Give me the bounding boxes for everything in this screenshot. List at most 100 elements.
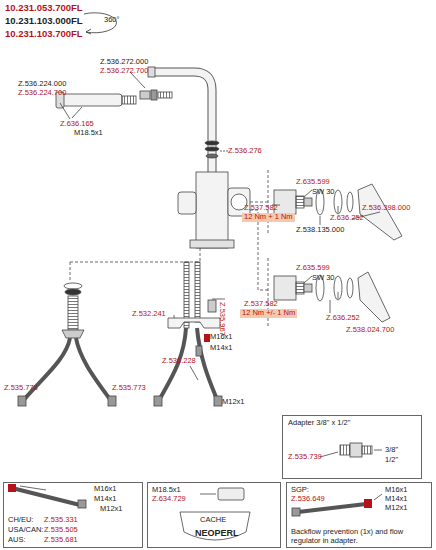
- node-text: SGP:: [291, 486, 309, 495]
- part-number: Z.532.241: [132, 310, 166, 319]
- drawing-stroke: [196, 346, 202, 356]
- drawing-stroke: [108, 396, 116, 406]
- drawing-stroke: [151, 90, 157, 100]
- drawing-stroke: [358, 272, 390, 322]
- node-text: NEOPERL: [195, 528, 239, 538]
- part-number: Z.536.224.000: [18, 80, 66, 89]
- drawing-stroke: [158, 92, 172, 98]
- drawing-stroke: [12, 488, 80, 505]
- part-number: Z.535.967: [217, 302, 226, 336]
- node-text: Z.634.729: [152, 495, 186, 504]
- drawing-stroke: [200, 494, 216, 495]
- drawing-stroke: [218, 488, 244, 500]
- node-text: Z.535.505: [44, 526, 78, 535]
- inset-box: M16x1M14x1M12x1CH/EU:Z.535.331USA/CAN:Z.…: [3, 482, 143, 548]
- drawing-stroke: [374, 494, 382, 500]
- part-number: Z.535.773: [112, 384, 146, 393]
- drawing-stroke: [190, 240, 234, 248]
- part-number: Z.538.024.700: [346, 326, 394, 335]
- drawing-stroke: [195, 262, 200, 322]
- drawing-stroke: [320, 452, 338, 457]
- inset-box: SGP:Z.536.649M16x1M14x1M12x1Backflow pre…: [286, 482, 432, 548]
- inset-drawings: [8, 443, 382, 540]
- drawing-stroke: [304, 276, 312, 283]
- node-text: Z.535.739: [288, 453, 322, 462]
- drawing-stroke: [86, 29, 91, 34]
- node-text: 12 Nm + 1 Nm: [244, 213, 293, 222]
- part-number: Z.536.224.700: [18, 89, 66, 98]
- part-number: Z.535.773: [4, 384, 38, 393]
- node-text: Adapter 3/8" x 1/2": [288, 419, 350, 428]
- drawing-stroke: [204, 334, 210, 342]
- drawing-stroke: [62, 94, 122, 106]
- drawing-stroke: [70, 248, 200, 282]
- drawing-stroke: [76, 338, 112, 402]
- part-number: Z.636.252: [326, 314, 360, 323]
- part-number: Z.537.582: [244, 300, 278, 309]
- node-text: CH/EU:: [8, 516, 33, 525]
- drawing-stroke: [8, 484, 16, 492]
- model-number: 10.231.103.700FL: [5, 29, 83, 40]
- drawing-stroke: [320, 216, 321, 225]
- drawing-stroke: [214, 396, 222, 406]
- drawing-stroke: [60, 103, 70, 119]
- model-number: 10.231.053.700FL: [5, 3, 83, 14]
- drawing-stroke: [205, 147, 219, 151]
- drawing-stroke: [304, 284, 312, 292]
- node-text: Backflow prevention (1x) and flow regula…: [291, 528, 429, 545]
- model-number: 10.231.103.000FL: [5, 16, 83, 27]
- drawing-stroke: [298, 504, 366, 512]
- drawing-stroke: [274, 276, 296, 300]
- part-number: Z.538.135.000: [296, 226, 344, 235]
- node-text: M16x1: [385, 486, 408, 495]
- part-number: Z.536.228: [162, 357, 196, 366]
- part-number: SW 30: [312, 188, 335, 197]
- rotation-label: 360°: [104, 16, 120, 25]
- torque-box: 12 Nm + 1 Nm: [242, 213, 295, 222]
- drawing-stroke: [205, 141, 219, 145]
- drawing-stroke: [334, 190, 342, 214]
- drawing-stroke: [140, 91, 150, 99]
- drawing-stroke: [168, 318, 220, 328]
- part-number: Z.536.398.000: [362, 204, 410, 213]
- part-number: M12x1: [222, 398, 245, 407]
- node-text: Z.536.649: [291, 495, 325, 504]
- torque-box: 12 Nm +/- 1 Nm: [240, 309, 297, 318]
- node-text: M14x1: [385, 495, 408, 504]
- drawing-stroke: [65, 289, 81, 295]
- node-text: 1/2": [385, 456, 398, 465]
- drawing-stroke: [304, 190, 312, 197]
- drawing-stroke: [154, 72, 212, 172]
- drawing-stroke: [22, 338, 70, 402]
- drawing-lines: [18, 13, 402, 406]
- drawing-stroke: [18, 396, 26, 406]
- drawing-stroke: [174, 315, 175, 318]
- drawing-stroke: [296, 196, 304, 208]
- drawing-stroke: [148, 67, 155, 77]
- node-text: 12 Nm +/- 1 Nm: [242, 309, 295, 318]
- part-number: Z.536.276: [228, 147, 262, 156]
- drawing-stroke: [374, 450, 382, 451]
- drawing-stroke: [20, 486, 46, 490]
- drawing-stroke: [347, 192, 353, 212]
- drawing-stroke: [206, 154, 218, 158]
- drawing-stroke: [64, 283, 82, 289]
- drawing-stroke: [190, 366, 198, 380]
- drawing-stroke: [296, 282, 304, 294]
- drawing-stroke: [330, 300, 331, 313]
- drawing-stroke: [68, 296, 78, 330]
- node-text: M18.5x1: [152, 486, 181, 495]
- node-text: M14x1: [94, 495, 117, 504]
- node-text: 3/8": [385, 446, 398, 455]
- drawing-stroke: [208, 300, 216, 312]
- part-number: M16x1: [210, 333, 233, 342]
- drawing-stroke: [338, 292, 339, 299]
- drawing-stroke: [292, 508, 300, 516]
- drawing-stroke: [362, 446, 372, 454]
- drawing-stroke: [338, 206, 339, 213]
- node-text: Z.535.331: [44, 516, 78, 525]
- part-number: M18.5x1: [74, 129, 103, 138]
- inset-box: M18.5x1Z.634.729CACHENEOPERL: [147, 482, 281, 548]
- drawing-stroke: [154, 396, 162, 406]
- part-number: Z.537.582: [244, 204, 278, 213]
